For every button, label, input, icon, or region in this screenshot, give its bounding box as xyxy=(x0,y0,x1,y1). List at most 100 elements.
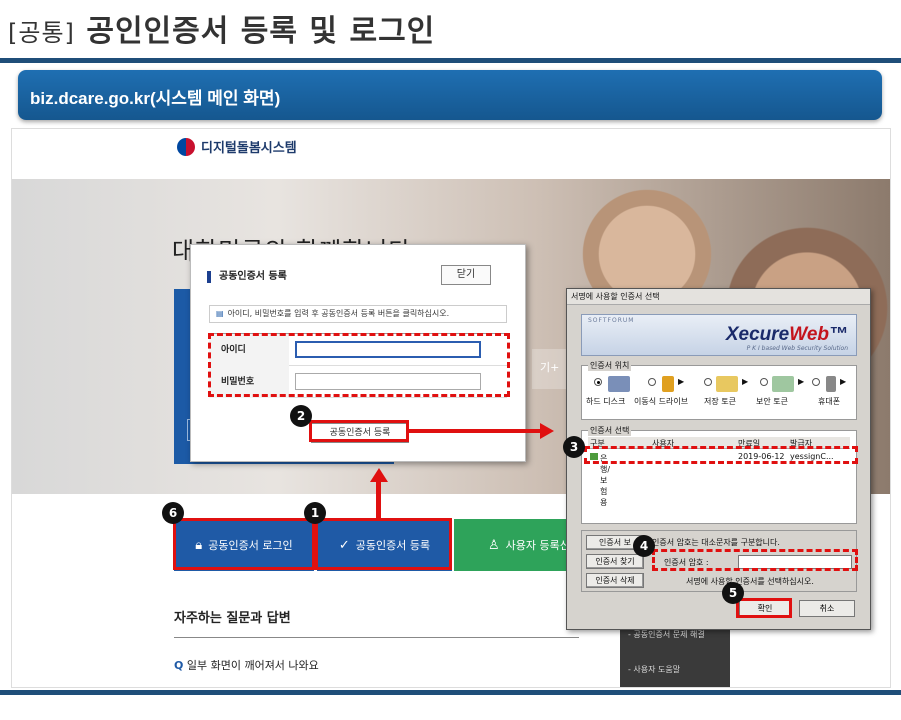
col-type: 구분 xyxy=(590,439,605,448)
id-input[interactable] xyxy=(295,341,481,358)
logo-main: Xecure xyxy=(725,324,790,345)
location-label: 이동식 드라이브 xyxy=(634,397,689,406)
faq-question[interactable]: Q 일부 화면이 깨어져서 나와요 xyxy=(174,657,319,673)
step-badge: 5 xyxy=(722,582,744,604)
close-button[interactable]: 닫기 xyxy=(441,265,491,285)
cert-view-button[interactable]: 인증서 보 xyxy=(586,535,644,550)
highlight-cert-password xyxy=(652,549,858,571)
arrow-icon: ▶ xyxy=(798,377,805,386)
radio-hard-disk[interactable] xyxy=(594,378,602,386)
tile-label: 사용자 등록신청 xyxy=(505,539,580,552)
government-emblem-icon xyxy=(177,137,195,156)
login-form: 아이디 비밀번호 xyxy=(209,333,507,399)
step-badge: 6 xyxy=(162,502,184,524)
arrow-shaft xyxy=(376,480,381,520)
side-link-cert-help[interactable]: - 공동인증서 문제 해결 xyxy=(628,630,705,639)
cert-row[interactable]: 은행/보험용 2019-06-12 yessignC... xyxy=(588,451,850,507)
tile-label: 공동인증서 로그인 xyxy=(208,539,293,552)
tile-label: 공동인증서 등록 xyxy=(355,539,431,552)
id-row: 아이디 xyxy=(209,334,507,366)
arrow-head-icon xyxy=(540,423,554,439)
site-logo[interactable]: 디지털돌봄시스템 xyxy=(177,137,297,156)
highlight-register-button xyxy=(309,420,409,442)
cert-action-group: 인증서 보 인증서 암호는 대소문자를 구분합니다. 인증서 찾기 인증서 암호… xyxy=(581,530,857,592)
security-token-icon xyxy=(772,376,794,392)
location-label: 휴대폰 xyxy=(818,397,841,406)
xecureweb-logo: XecureWeb™ xyxy=(725,324,848,345)
arrow-icon: ▶ xyxy=(678,377,685,386)
step-badge: 2 xyxy=(290,405,312,427)
arrow-head-icon xyxy=(370,468,388,482)
cert-expiry-cell: 2019-06-12 xyxy=(738,452,785,461)
storage-token-icon xyxy=(716,376,738,392)
hard-disk-icon xyxy=(608,376,630,392)
title-rule xyxy=(0,58,901,63)
step-badge: 1 xyxy=(304,502,326,524)
notice-text: 아이디, 비밀번호를 입력 후 공동인증서 등록 버튼을 클릭하십시오. xyxy=(227,309,450,318)
cert-register-tile[interactable]: ✓ 공동인증서 등록 xyxy=(317,519,452,571)
arrow-icon: ▶ xyxy=(840,377,847,386)
col-expiry: 만료일 xyxy=(738,439,761,448)
step-badge: 4 xyxy=(633,535,655,557)
cert-type-cell: 은행/보험용 xyxy=(590,452,610,507)
faq-divider xyxy=(174,637,579,638)
password-input[interactable] xyxy=(295,373,481,390)
radio-phone[interactable] xyxy=(812,378,820,386)
location-label: 보안 토큰 xyxy=(756,397,788,406)
location-label: 저장 토큰 xyxy=(704,397,736,406)
cert-pw-label: 인증서 암호 : xyxy=(664,558,709,567)
cert-login-tile[interactable]: 🔒︎ 공동인증서 로그인 xyxy=(174,519,314,571)
check-icon: ✓ xyxy=(338,537,350,553)
group-label: 인증서 위치 xyxy=(588,360,632,371)
id-label: 아이디 xyxy=(209,334,289,366)
bottom-rule xyxy=(0,690,901,695)
location-label: 하드 디스크 xyxy=(586,397,626,406)
group-label: 인증서 선택 xyxy=(588,425,632,436)
arrow-shaft xyxy=(409,429,544,433)
radio-security-token[interactable] xyxy=(760,378,768,386)
document-icon: ▤ xyxy=(216,309,224,318)
cancel-button[interactable]: 취소 xyxy=(799,600,855,617)
title-main: 공인인증서 등록 및 로그인 xyxy=(86,14,436,49)
radio-storage-token[interactable] xyxy=(704,378,712,386)
cert-register-dialog: 공동인증서 등록 닫기 ▤아이디, 비밀번호를 입력 후 공동인증서 등록 버튼… xyxy=(190,244,526,462)
cert-find-button[interactable]: 인증서 찾기 xyxy=(586,554,644,569)
highlight-cert-row xyxy=(584,446,858,464)
xw-titlebar: 서명에 사용할 인증서 선택 xyxy=(567,289,870,305)
faq-title: 자주하는 질문과 답변 xyxy=(174,611,291,626)
radio-removable[interactable] xyxy=(648,378,656,386)
pw-label: 비밀번호 xyxy=(209,366,289,398)
highlight-ok-button xyxy=(736,598,792,618)
cert-type-text: 은행/보험용 xyxy=(600,454,611,507)
case-notice: 인증서 암호는 대소문자를 구분합니다. xyxy=(652,538,780,547)
page-title: [공통] 공인인증서 등록 및 로그인 xyxy=(8,6,435,50)
xw-brand-banner: SOFTFORUM XecureWeb™ P K I based Web Sec… xyxy=(581,314,857,356)
select-notice: 서명에 사용할 인증서를 선택하십시오. xyxy=(686,577,814,586)
xw-tagline: P K I based Web Security Solution xyxy=(746,345,848,352)
cert-location-group: 인증서 위치 ▶ ▶ ▶ ▶ 하드 디스크 이동식 드라이브 저장 토큰 보안 … xyxy=(581,360,857,420)
pw-row: 비밀번호 xyxy=(209,366,507,398)
banner-text: biz.dcare.go.kr(시스템 메인 화면) xyxy=(30,89,281,108)
faq-question-text: 일부 화면이 깨어져서 나와요 xyxy=(186,659,319,672)
logo-text: 디지털돌봄시스템 xyxy=(201,141,297,156)
dialog-notice: ▤아이디, 비밀번호를 입력 후 공동인증서 등록 버튼을 클릭하십시오. xyxy=(209,305,507,323)
title-prefix: [공통] xyxy=(8,19,75,47)
xecure-cert-dialog: 서명에 사용할 인증서 선택 SOFTFORUM XecureWeb™ P K … xyxy=(566,288,871,630)
certificate-icon xyxy=(590,453,598,460)
highlight-login-tile xyxy=(173,518,315,570)
side-link-user-help[interactable]: - 사용자 도움말 xyxy=(628,665,681,674)
faq-q-mark: Q xyxy=(174,659,184,672)
highlight-register-tile xyxy=(315,518,452,570)
hero-link-text: 기+ xyxy=(540,361,560,374)
col-user: 사용자 xyxy=(652,439,675,448)
cert-select-group: 인증서 선택 구분 사용자 만료일 발급자 은행/보험용 2019-06-12 … xyxy=(581,425,857,524)
col-issuer: 발급자 xyxy=(790,439,813,448)
vendor-name: SOFTFORUM xyxy=(588,317,635,324)
lock-icon: 🔒︎ xyxy=(195,537,203,553)
section-banner: biz.dcare.go.kr(시스템 메인 화면) xyxy=(18,70,882,120)
arrow-icon: ▶ xyxy=(742,377,749,386)
cert-issuer-cell: yessignC... xyxy=(790,452,834,461)
phone-icon xyxy=(826,376,836,392)
cert-delete-button[interactable]: 인증서 삭제 xyxy=(586,573,644,588)
highlight-login-form xyxy=(208,333,510,397)
